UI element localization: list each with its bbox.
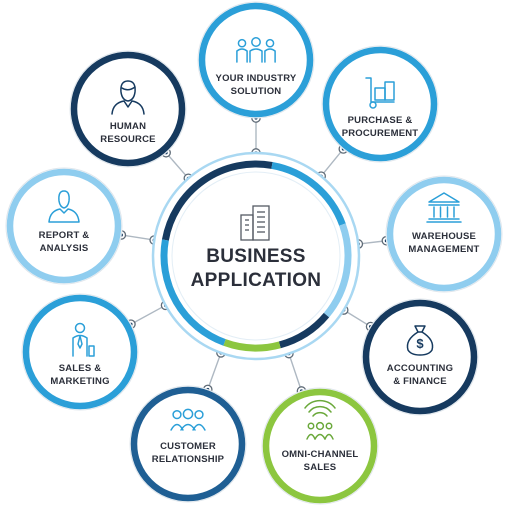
center-arc-ring — [160, 160, 352, 352]
center-arc-segment — [160, 239, 226, 346]
node-ring — [386, 176, 502, 292]
node-ring — [6, 168, 122, 284]
money-bag-icon: $ — [406, 325, 434, 356]
center-arc-segment — [278, 312, 330, 349]
person-silhouette-icon — [48, 190, 80, 223]
node-industry — [197, 1, 315, 119]
node-warehouse — [385, 175, 503, 293]
node-sales — [21, 293, 139, 411]
satellite-nodes: $ — [5, 1, 503, 505]
node-hr — [69, 50, 187, 168]
center-arc-segment — [271, 161, 346, 226]
node-ring — [322, 46, 438, 162]
node-omni — [261, 387, 379, 505]
center-hub — [151, 151, 361, 361]
node-ring — [262, 388, 378, 504]
node-purchase — [321, 45, 439, 163]
node-customer — [129, 385, 247, 503]
node-ring — [70, 51, 186, 167]
node-accounting: $ — [361, 298, 479, 416]
connector-hr — [165, 152, 189, 179]
node-ring — [198, 2, 314, 118]
office-buildings-icon — [240, 205, 270, 241]
person-outline-icon — [111, 80, 145, 115]
center-arc-segment — [161, 160, 273, 241]
center-inner-circle — [171, 171, 341, 341]
team-people-icon — [236, 37, 276, 63]
broadcast-group-icon — [304, 399, 336, 440]
node-ring — [362, 299, 478, 415]
customer-group-icon — [170, 408, 206, 431]
center-arc-segment — [323, 223, 352, 318]
connector-sales — [130, 304, 166, 325]
connector-customer — [207, 352, 222, 390]
bank-building-icon — [426, 192, 462, 223]
node-report — [5, 167, 123, 285]
node-ring — [22, 294, 138, 410]
node-ring — [130, 386, 246, 502]
connector-purchase — [320, 148, 344, 177]
center-arc-segment — [223, 339, 281, 352]
center-title-line2: APPLICATION — [190, 270, 322, 291]
hand-truck-boxes-icon — [365, 77, 395, 109]
connector-omni — [288, 353, 303, 392]
salesperson-icon — [72, 322, 95, 357]
connector-accounting — [343, 309, 371, 328]
center-title-line1: BUSINESS — [206, 246, 306, 267]
connector-report — [121, 234, 155, 241]
dollar-glyph: $ — [416, 336, 424, 351]
